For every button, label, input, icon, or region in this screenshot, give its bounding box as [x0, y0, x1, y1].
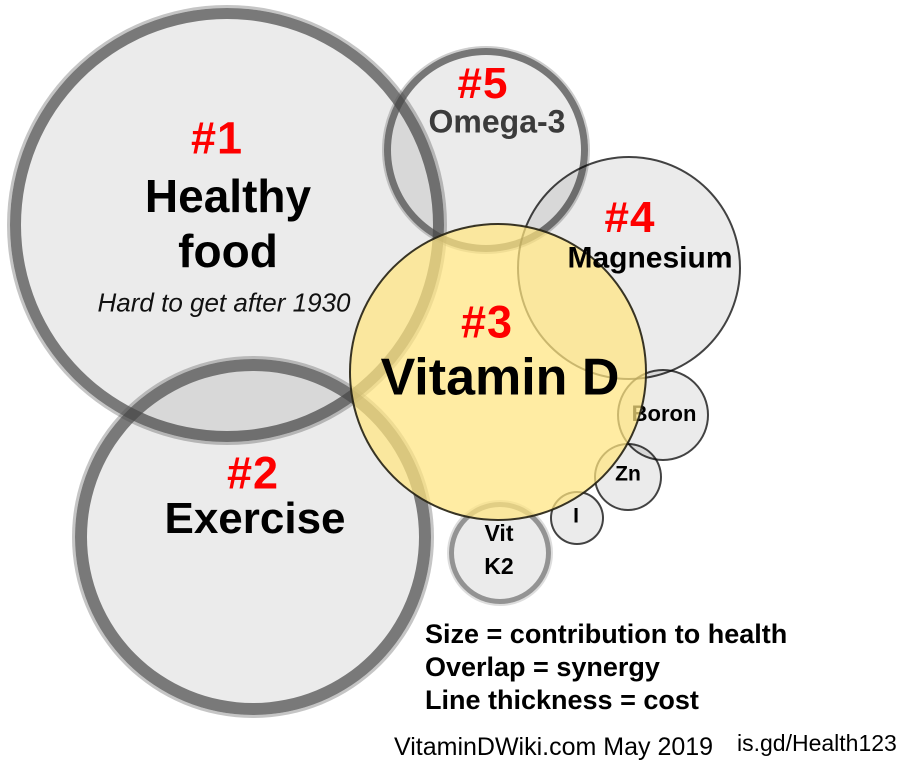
footer-source: VitaminDWiki.com May 2019	[394, 733, 714, 761]
vitamin-k2-label-line2: K2	[484, 553, 514, 579]
vitamin-d-label: Vitamin D	[380, 348, 620, 407]
legend-overlap-line: Overlap = synergy	[425, 652, 660, 682]
zinc-label: Zn	[615, 462, 641, 486]
exercise-rank: #2	[226, 447, 280, 499]
healthy-food-label: Healthy food	[145, 169, 311, 279]
healthy-food-label-line1: Healthy	[144, 170, 312, 222]
legend: Size = contribution to health Overlap = …	[425, 618, 787, 717]
legend-size-line: Size = contribution to health	[425, 619, 788, 649]
vitamin-d-circle	[349, 223, 647, 521]
vitamin-k2-label: Vit K2	[484, 517, 513, 583]
healthy-food-label-line2: food	[178, 225, 278, 277]
healthy-food-subtitle: Hard to get after 1930	[97, 287, 351, 318]
vitamin-k2-label-line1: Vit	[484, 520, 514, 546]
vitamin-d-rank: #3	[460, 296, 514, 348]
omega3-label: Omega-3	[428, 103, 566, 140]
footer-short-url: is.gd/Health123	[737, 730, 897, 756]
magnesium-rank: #4	[604, 192, 656, 242]
omega3-rank: #5	[457, 58, 509, 108]
magnesium-label: Magnesium	[567, 241, 733, 275]
legend-thickness-line: Line thickness = cost	[425, 685, 699, 715]
exercise-label: Exercise	[164, 493, 346, 543]
iodine-label: I	[573, 504, 579, 528]
healthy-food-rank: #1	[190, 112, 244, 164]
